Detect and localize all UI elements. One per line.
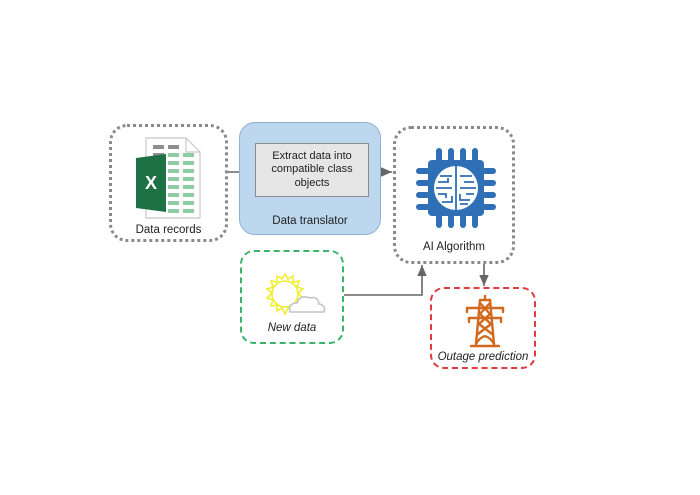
svg-text:X: X bbox=[145, 173, 157, 193]
ai-algorithm-label: AI Algorithm bbox=[423, 241, 485, 253]
data-translator-label: Data translator bbox=[272, 215, 348, 227]
power-transmission-tower-icon bbox=[465, 294, 505, 348]
excel-spreadsheet-icon: X bbox=[136, 137, 201, 219]
arrow-newdata-to-ai bbox=[344, 265, 427, 296]
data-records-node: X Data records bbox=[109, 124, 228, 242]
ai-chip-brain-icon bbox=[416, 148, 496, 228]
ai-algorithm-node: AI Algorithm bbox=[393, 126, 515, 264]
outage-prediction-label: Outage prediction bbox=[437, 351, 529, 363]
data-records-label: Data records bbox=[135, 224, 202, 236]
outage-prediction-node: Outage prediction bbox=[430, 287, 536, 369]
new-data-node: New data bbox=[240, 250, 344, 344]
extract-data-text: Extract data into compatible class objec… bbox=[271, 149, 353, 189]
extract-data-step: Extract data into compatible class objec… bbox=[255, 143, 369, 197]
new-data-label: New data bbox=[267, 322, 317, 334]
sun-cloud-weather-icon bbox=[265, 272, 326, 316]
